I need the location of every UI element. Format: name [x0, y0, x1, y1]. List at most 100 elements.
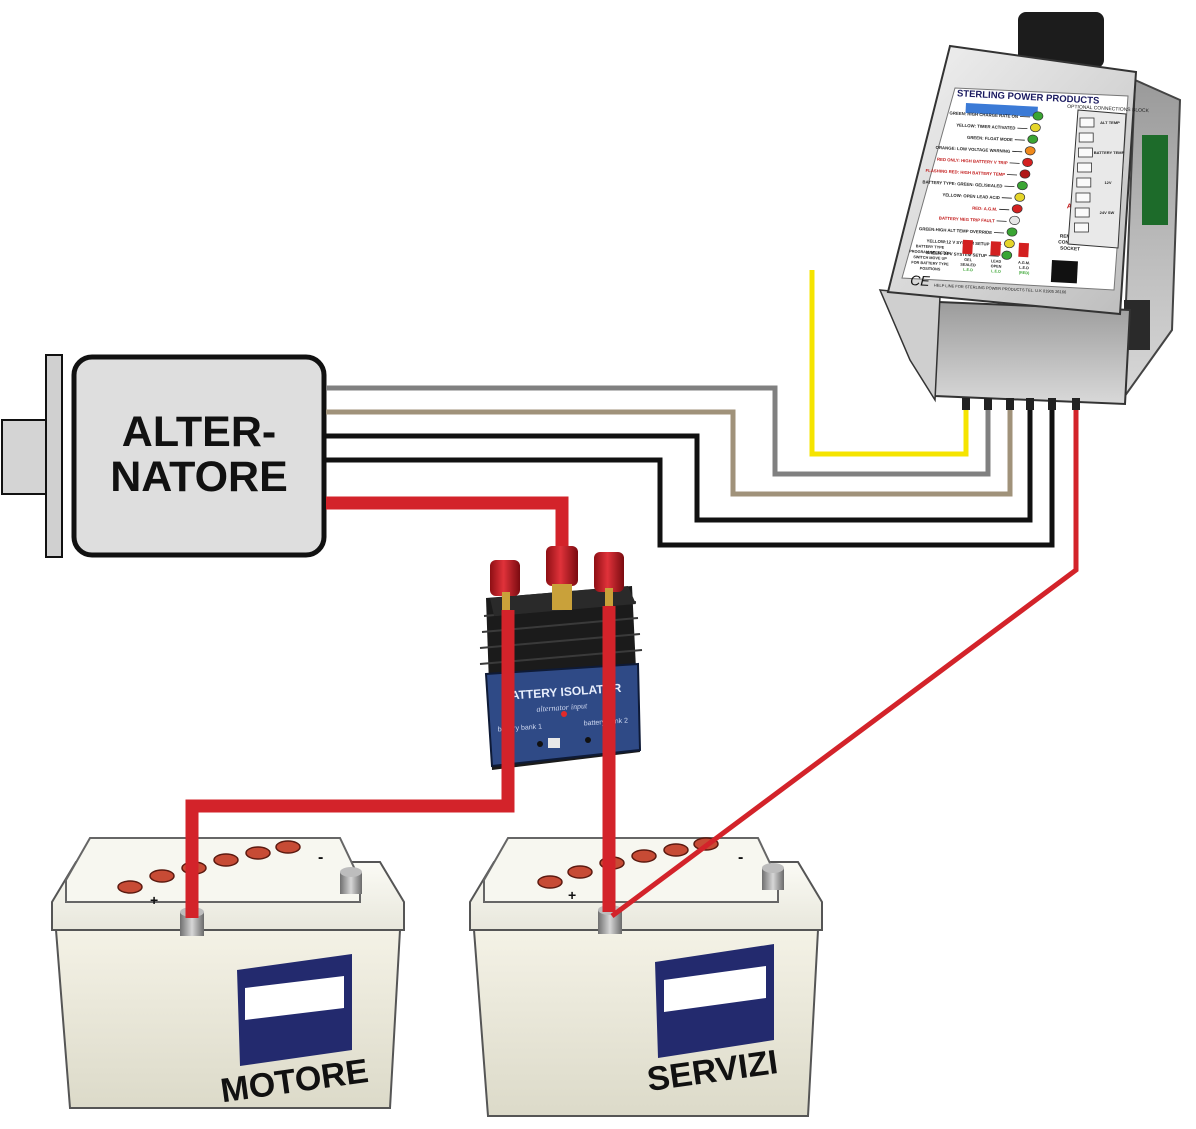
alternator-shaft	[1, 419, 49, 495]
regulator-terminal	[1076, 177, 1092, 188]
wire-grey	[326, 385, 991, 477]
battery-engine: + - MOTORE	[51, 837, 405, 1110]
wire-brown	[326, 400, 1013, 497]
regulator-selector-line: PROGRAM SELECTOR	[909, 249, 951, 255]
regulator-status-row: FLASHING RED: HIGH BATTERY TEMP	[925, 168, 1005, 177]
control-wires	[326, 270, 1055, 548]
main-cables-front	[185, 606, 616, 918]
regulator-selector-line: BATTERY TYPE	[916, 244, 945, 250]
regulator-switch-label: A.G.M.	[1018, 261, 1030, 266]
battery-engine-post-negative	[340, 867, 362, 894]
regulator-terminal-label: 12V	[1104, 180, 1111, 185]
regulator-led	[1001, 250, 1013, 260]
regulator-terminal	[1077, 162, 1092, 173]
wire-black-2	[326, 400, 1055, 548]
battery-engine-plus: +	[150, 892, 158, 908]
regulator-status-row: GREEN: HIGH CHARGE RATE ON	[949, 110, 1018, 119]
regulator-terminal	[1075, 192, 1091, 203]
battery-service-top-raised	[483, 837, 779, 903]
isolator-terminal-right	[594, 552, 624, 614]
isolator-terminal-left	[490, 560, 520, 622]
regulator-led	[1017, 181, 1028, 191]
regulator-status-arrow	[996, 220, 1007, 222]
regulator-switch-label: GEL	[964, 258, 973, 262]
regulator-blue-strip	[965, 103, 1038, 117]
regulator-switch-label: L.E.D	[991, 269, 1001, 274]
regulator-terminal	[1078, 147, 1093, 158]
regulator-status-arrow	[1014, 139, 1025, 141]
alternator-pulley	[45, 354, 63, 558]
isolator-terminal-center	[546, 546, 578, 610]
regulator-terminal	[1074, 207, 1090, 218]
regulator-switches: GELSEALEDL.E.DLEADOPENL.E.DA.G.M.L.E.D(R…	[960, 239, 1030, 276]
battery-engine-label-window	[245, 976, 344, 1020]
regulator-terminal	[1078, 132, 1094, 143]
regulator-switch-label: (RED)	[1019, 271, 1030, 276]
regulator-led	[1027, 134, 1039, 144]
regulator-led	[1022, 157, 1033, 167]
regulator-status-arrow	[999, 208, 1010, 211]
regulator-dip-switch	[962, 239, 973, 255]
regulator-status-row: GREEN:HIGH ALT TEMP OVERRIDE	[919, 226, 993, 235]
regulator-status-arrow	[1012, 150, 1023, 153]
isolator-checkbox	[548, 738, 560, 748]
regulator-optional: OPTIONAL CONNECTIONS BLOCK	[1067, 104, 1150, 114]
battery-service-minus: -	[738, 849, 743, 866]
regulator-status-row: RED: A.G.M.	[972, 205, 997, 211]
regulator-switch-label: L.E.D	[963, 268, 973, 273]
regulator-led	[1030, 123, 1041, 133]
regulator-led	[1014, 192, 1026, 202]
sterling-regulator: STERLING POWER PRODUCTS OPTIONAL CONNECT…	[878, 12, 1182, 410]
regulator-status-arrow	[1006, 174, 1018, 176]
regulator-status-row: YELLOW: OPEN LEAD ACID	[942, 192, 1000, 200]
regulator-led	[1024, 146, 1036, 156]
alternator: ALTER- NATORE	[1, 354, 327, 558]
regulator-terminal-block: ALT TEMP BATTERY TEMP 12V 24V SW	[1067, 109, 1127, 249]
regulator-led-column	[1001, 111, 1044, 260]
regulator-led	[1004, 239, 1015, 249]
isolator-port-right	[585, 737, 591, 743]
main-cables-back	[326, 496, 569, 580]
regulator-switch-label: L.E.D	[1019, 266, 1029, 271]
regulator-status-row: GREEN: 24 V SYSTEM SETUP	[926, 250, 987, 258]
battery-service: + - SERVIZI	[469, 837, 823, 1117]
regulator-terminal-label: ALT TEMP	[1100, 120, 1120, 125]
regulator-selector-line: FOR BATTERY TYPE	[911, 261, 949, 267]
isolator-subtitle: alternator input	[536, 701, 588, 714]
remote-control-socket	[1050, 260, 1078, 284]
regulator-terminal	[1079, 117, 1095, 128]
isolator-left-port: battery bank 1	[498, 723, 543, 733]
regulator-led	[1032, 111, 1044, 121]
alternator-body	[71, 354, 327, 558]
wire-yellow	[809, 270, 969, 457]
isolator-port-left	[537, 741, 543, 747]
regulator-led	[1009, 215, 1020, 225]
regulator-switch-label: LEAD	[991, 259, 1002, 264]
cable-isolator-to-engine-battery	[185, 610, 515, 918]
battery-service-post-negative	[762, 863, 784, 890]
battery-engine-top-raised	[65, 837, 361, 903]
battery-service-label-window	[664, 966, 766, 1012]
regulator-selector-line: POSITIONS	[920, 266, 941, 271]
regulator-status-arrow	[1001, 197, 1012, 199]
alternator-label-line2: NATORE	[110, 453, 288, 501]
regulator-switch-label: OPEN	[991, 264, 1002, 269]
regulator-terminal-label: BATTERY TEMP	[1094, 150, 1125, 155]
regulator-status-arrow	[1009, 162, 1020, 164]
regulator-terminal	[1074, 222, 1089, 233]
regulator-status-arrow	[993, 232, 1005, 234]
regulator-led	[1006, 227, 1018, 237]
regulator-led	[1011, 204, 1023, 214]
regulator-status-arrow	[1004, 185, 1015, 187]
regulator-terminal-label: 24V SW	[1100, 210, 1115, 215]
regulator-selector-line: SWITCH MOVE UP	[913, 255, 947, 261]
regulator-status-row: GREEN: FLOAT MODE	[967, 135, 1013, 142]
regulator-status-row: YELLOW:12 V SYSTEM SETUP	[926, 238, 989, 246]
regulator-switch-label: SEALED	[960, 263, 976, 268]
regulator-ce-mark: CE	[910, 272, 931, 289]
cable-alternator-to-isolator	[326, 496, 569, 580]
regulator-status-row: BATTERY TYPE: GREEN: GEL/SEALED	[922, 179, 1002, 188]
